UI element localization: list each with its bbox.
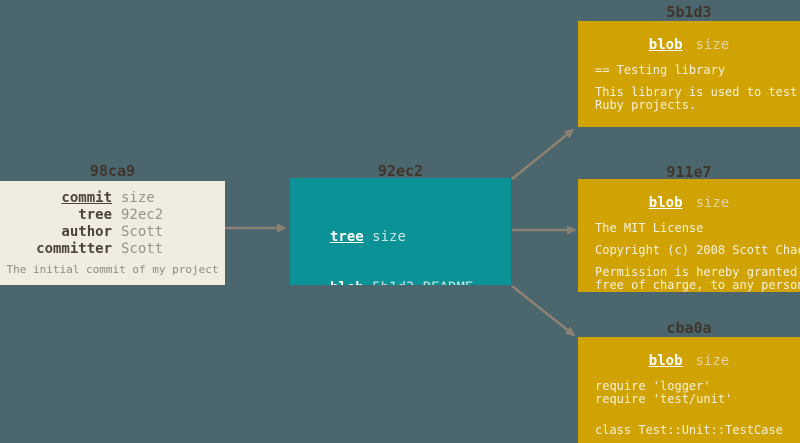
blob-content-line: == Testing library — [595, 63, 726, 77]
blob-object-box-5b1d3: blob size == Testing library This library… — [578, 21, 800, 127]
blob-header: blob size — [578, 179, 800, 211]
commit-field-value-committer: Scott — [121, 241, 164, 257]
commit-fields: commit size tree 92ec2 author Scott comm… — [0, 181, 225, 258]
blob-content-line — [595, 406, 800, 415]
commit-hash-label: 98ca9 — [89, 162, 136, 180]
arrow-tree-to-blob-cba0a — [511, 285, 576, 337]
tree-entry-hash-and-name: 5b1d3 README — [364, 280, 473, 285]
blob-content-line: The MIT License — [595, 221, 704, 235]
blob-content-line: Permission is hereby granted, — [595, 265, 800, 279]
commit-field-key-committer: committer — [36, 241, 112, 257]
blob-content-line: This library is used to test — [595, 85, 798, 99]
commit-field-value-size: size — [121, 190, 155, 206]
commit-object-box: commit size tree 92ec2 author Scott comm… — [0, 181, 225, 285]
blob-object-box-cba0a: blob size require 'logger' require 'test/… — [578, 337, 800, 443]
tree-entry-type: blob — [330, 280, 364, 285]
tree-header-line: tree size — [330, 229, 511, 246]
blob-header: blob size — [578, 337, 800, 369]
blob-content-line: class Test::Unit::TestCase — [595, 423, 783, 437]
blob-content-line: free of charge, to any person — [595, 278, 800, 292]
blob-size-text: size — [695, 195, 730, 211]
blob-content: == Testing library This library is used … — [578, 64, 800, 112]
blob-size-text: size — [695, 353, 730, 369]
blob-type-keyword: blob — [648, 37, 683, 53]
commit-field-value-tree-hash: 92ec2 — [121, 207, 164, 223]
blob-hash-label-cba0a: cba0a — [666, 319, 712, 337]
tree-type-keyword: tree — [330, 229, 364, 245]
commit-field-key-author: author — [61, 224, 112, 240]
commit-field-key-commit: commit — [61, 190, 112, 206]
blob-hash-label-5b1d3: 5b1d3 — [666, 3, 712, 21]
commit-field-value-author: Scott — [121, 224, 164, 240]
blob-type-keyword: blob — [648, 353, 683, 369]
blob-size-text: size — [695, 37, 730, 53]
blob-object-box-911e7: blob size The MIT License Copyright (c) 2… — [578, 179, 800, 292]
blob-content: require 'logger' require 'test/unit' cla… — [578, 380, 800, 437]
arrow-tree-to-blob-5b1d3 — [511, 128, 575, 180]
blob-content-line: require 'test/unit' — [595, 392, 733, 406]
blob-content: The MIT License Copyright (c) 2008 Scott… — [578, 222, 800, 292]
blob-hash-label-911e7: 911e7 — [666, 163, 712, 181]
blob-content-line: Copyright (c) 2008 Scott Chacon — [595, 243, 800, 257]
blob-header: blob size — [578, 21, 800, 53]
commit-message: The initial commit of my project — [6, 263, 219, 276]
blob-content-line: Ruby projects. — [595, 98, 697, 112]
blob-type-keyword: blob — [648, 195, 683, 211]
blob-content-line: require 'logger' — [595, 379, 711, 393]
tree-size-text: size — [372, 229, 406, 245]
tree-object-box: tree size blob 5b1d3 README blob 911e7 L… — [290, 178, 511, 285]
tree-entries: tree size blob 5b1d3 README blob 911e7 L… — [290, 178, 511, 285]
tree-hash-label: 92ec2 — [377, 162, 424, 180]
tree-entry-readme: blob 5b1d3 README — [330, 280, 511, 285]
commit-field-key-tree: tree — [78, 207, 112, 223]
